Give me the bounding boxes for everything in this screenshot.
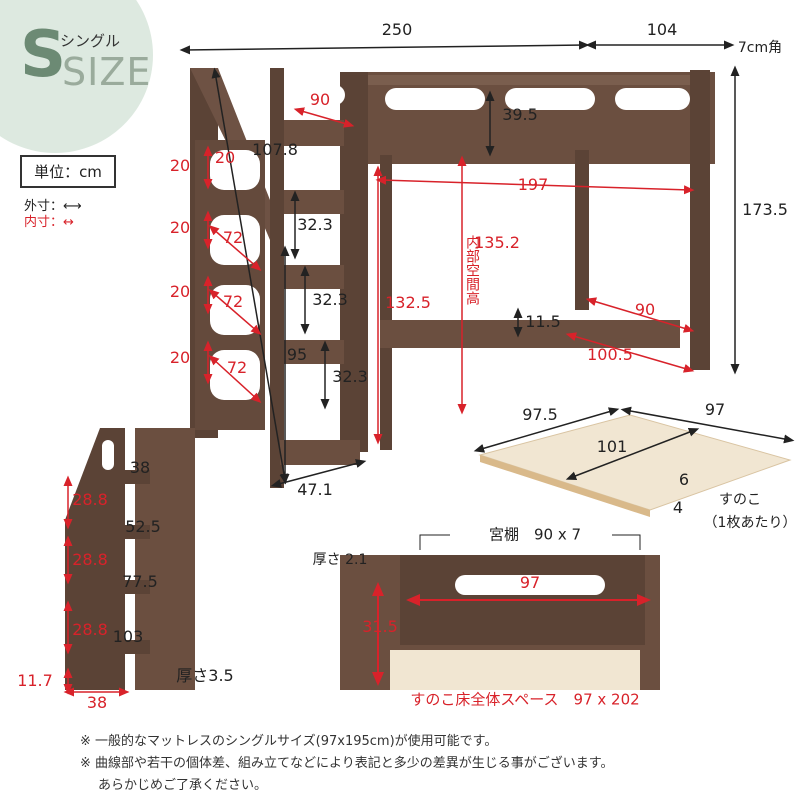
dim-side-20: 20 (169, 348, 191, 367)
dim-ladder-bottom-width: 38 (86, 693, 108, 712)
dim-ladder-width: 103 (112, 627, 144, 646)
floor-space: すのこ床全体スペース 97 x 202 (410, 690, 640, 709)
dim-depth: 104 (646, 20, 678, 39)
dim-side-20: 20 (169, 156, 191, 175)
dim-rail: 11.5 (525, 312, 561, 331)
dim-slat-width-b: 97 (704, 400, 726, 419)
dim-side-72: 72 (222, 292, 244, 311)
ladder-detail (65, 428, 195, 690)
size-type-label: シングル (60, 32, 121, 50)
shelf-size: 宮棚 90 x 7 (488, 525, 582, 544)
dim-headboard: 39.5 (502, 105, 538, 124)
dim-height: 173.5 (742, 200, 788, 219)
note-variance: ※ 曲線部や若干の個体差、組み立てなどにより表記と多少の差異が生じる事がございま… (80, 756, 614, 771)
dim-under-height: 132.5 (385, 293, 431, 312)
dim-ladder-width: 52.5 (125, 517, 161, 536)
thick-arrow-icon: ⟷ (63, 199, 82, 214)
dim-inner-width: 97 (519, 573, 541, 592)
note-mattress: ※ 一般的なマットレスのシングルサイズ(97x195cm)が使用可能です。 (80, 734, 498, 749)
dim-side-20: 20 (214, 148, 236, 167)
dim-ladder-top: 38 (129, 458, 151, 477)
dim-end-outer: 100.5 (587, 345, 633, 364)
dim-side-20: 20 (169, 282, 191, 301)
dim-ladder-gap: 28.8 (72, 620, 108, 639)
unit-box: 単位：cm (20, 155, 116, 188)
dim-guard-height: 31.5 (362, 617, 398, 636)
legend-outer: 外寸：⟷ (24, 195, 82, 214)
dim-ladder-thickness: 厚さ3.5 (176, 666, 234, 685)
dim-side-20: 20 (169, 218, 191, 237)
dim-step-gap: 32.3 (332, 367, 368, 386)
dim-shelf-hole: 90 (309, 90, 331, 109)
dim-slat-length: 101 (596, 437, 628, 456)
dim-ladder-gap: 28.8 (72, 550, 108, 569)
dim-inner-length: 197 (517, 175, 549, 194)
dim-ladder-gap: 28.8 (72, 490, 108, 509)
dim-ladder-diag: 107.8 (252, 140, 298, 159)
dim-step-gap: 32.3 (297, 215, 333, 234)
dim-inner-height: 135.2 (474, 233, 520, 252)
slat-label: すのこ (719, 492, 761, 508)
dim-ladder-height: 95 (286, 345, 308, 364)
dim-ladder-bottom-height: 11.7 (17, 671, 53, 690)
dim-slat-h: 4 (672, 498, 684, 517)
dim-width: 250 (381, 20, 413, 39)
thin-arrow-icon: ↔ (63, 215, 74, 230)
dim-slat-width-a: 97.5 (522, 405, 558, 424)
legend-inner: 内寸：↔ (24, 211, 74, 230)
note-apology: あらかじめご了承ください。 (98, 778, 268, 793)
dim-side-72: 72 (222, 228, 244, 247)
dim-side-72: 72 (226, 358, 248, 377)
size-letter: S (20, 18, 67, 92)
dim-ladder-width: 77.5 (122, 572, 158, 591)
legend-outer-label: 外寸： (24, 199, 64, 214)
legend-inner-label: 内寸： (24, 215, 64, 230)
dim-post: 7cm角 (737, 40, 783, 56)
inner-height-label: 内部空間高 (464, 235, 480, 305)
size-word: SIZE (62, 50, 152, 94)
board-thickness: 厚さ 2.1 (312, 552, 368, 568)
size-badge-circle (0, 0, 153, 153)
dim-slat-w: 6 (678, 470, 690, 489)
shelf-view (340, 534, 660, 690)
dim-end-inner: 90 (634, 300, 656, 319)
dim-ladder-depth: 47.1 (297, 480, 333, 499)
slat-per-piece: （1枚あたり） (703, 515, 797, 531)
dim-step-gap: 32.3 (312, 290, 348, 309)
